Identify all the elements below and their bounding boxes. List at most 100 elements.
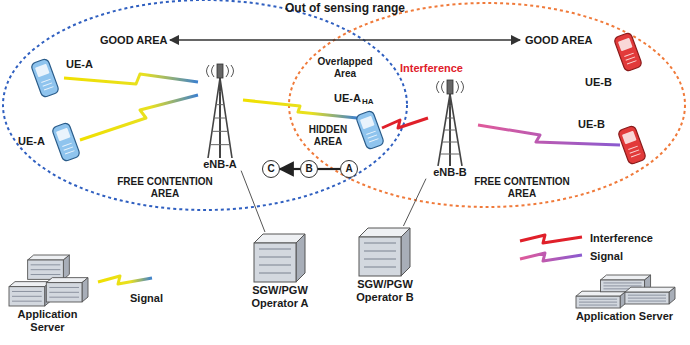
- ue-a-phone: [30, 58, 59, 98]
- radio-wave: [207, 65, 210, 77]
- tower-brace: [448, 106, 452, 107]
- server-slot: [603, 285, 641, 286]
- ue-label: UE-A: [18, 135, 45, 148]
- server-slot: [364, 251, 396, 252]
- server-slot: [12, 291, 42, 292]
- gateway-server: SGW/PGW Operator B: [345, 226, 425, 303]
- connector: [403, 179, 426, 226]
- application-server: Application Server: [5, 250, 90, 333]
- legend: InterferenceSignal: [590, 232, 653, 268]
- server-slot: [259, 249, 291, 250]
- application-server: Application Server: [572, 270, 677, 323]
- node-text: Application Server: [5, 308, 90, 333]
- server-slot: [31, 274, 61, 275]
- base-station: eNB-A: [195, 62, 245, 171]
- server-slot: [259, 257, 291, 258]
- server-slot: [49, 292, 79, 293]
- node-text: eNB-A: [195, 158, 245, 171]
- ue-label: UE-A: [66, 58, 93, 71]
- server-slot: [12, 296, 42, 297]
- interference-bolt: [382, 118, 582, 243]
- server-slot: [364, 259, 396, 260]
- gateway-server-icon: [240, 232, 320, 284]
- area-ellipse: [3, 0, 685, 210]
- interference-label: Interference: [400, 62, 463, 75]
- application-server-icon: [572, 270, 677, 310]
- server-unit: [625, 287, 675, 304]
- legend-row: Signal: [590, 250, 653, 268]
- server-unit: [46, 278, 88, 302]
- legend-text: Signal: [590, 250, 623, 262]
- area-label: GOOD AREA: [525, 34, 592, 47]
- server-slot: [364, 243, 396, 244]
- server-slot: [579, 305, 617, 306]
- interference-bolt: [520, 235, 582, 243]
- tower-brace: [216, 104, 224, 105]
- area-label: HIDDEN AREA: [304, 124, 352, 147]
- radio-wave: [461, 81, 464, 93]
- server-front: [46, 283, 82, 302]
- server-slot: [259, 273, 291, 274]
- tower-brace: [210, 144, 230, 145]
- base-station-icon: [425, 78, 475, 166]
- tower-brace: [214, 118, 226, 119]
- ue-b-phone: [617, 125, 646, 165]
- server-slot: [259, 265, 291, 266]
- base-station: eNB-B: [425, 78, 475, 179]
- antenna: [217, 64, 223, 78]
- range-arrow: [170, 40, 520, 41]
- position-marker: A: [340, 160, 358, 178]
- server-slot: [579, 299, 617, 300]
- ue-label: UE-A: [334, 92, 361, 105]
- server-slot: [579, 302, 617, 303]
- server-top: [46, 278, 88, 283]
- server-side: [401, 228, 410, 276]
- range-arrow: [170, 39, 520, 41]
- node-text: Application Server: [572, 310, 677, 323]
- connector: [280, 168, 300, 170]
- legend-text: Interference: [590, 232, 653, 244]
- ue-a-phone: [355, 110, 384, 150]
- legend-row: Interference: [590, 232, 653, 250]
- node-text: SGW/PGW Operator B: [345, 278, 425, 303]
- radio-wave: [456, 81, 459, 93]
- server-front: [625, 292, 669, 304]
- area-label: FREE CONTENTION AREA: [467, 176, 577, 199]
- position-marker: C: [262, 160, 280, 178]
- ue-a-phone: [51, 122, 80, 162]
- server-slot: [31, 264, 61, 265]
- range-note: Out of sensing range: [265, 2, 425, 16]
- server-slot: [603, 282, 641, 283]
- area-label: FREE CONTENTION AREA: [110, 176, 220, 199]
- ue-label: UE-B: [578, 118, 605, 131]
- tower-brace: [444, 130, 456, 131]
- signal-label: Signal: [130, 292, 163, 305]
- application-server-icon: [5, 250, 90, 308]
- server-top: [9, 282, 51, 287]
- tower-brace: [218, 91, 222, 92]
- gateway-server: SGW/PGW Operator A: [240, 232, 320, 309]
- area-ellipse: [3, 0, 407, 210]
- area-label: GOOD AREA: [100, 34, 167, 47]
- tower-brace: [440, 154, 460, 155]
- server-front: [9, 287, 45, 306]
- ue-label: UE-B: [585, 76, 612, 89]
- server-side: [669, 287, 675, 304]
- node-text: B: [305, 163, 312, 175]
- server-slot: [31, 269, 61, 270]
- ue-b-phone: [613, 32, 642, 72]
- area-label: Overlapped Area: [310, 56, 380, 79]
- signal-bolt: [520, 253, 582, 261]
- connector: [318, 168, 340, 170]
- node-text: C: [267, 163, 274, 175]
- server-front: [254, 243, 296, 282]
- server-slot: [628, 301, 666, 302]
- server-slot: [49, 287, 79, 288]
- server-slot: [628, 298, 666, 299]
- server-front: [28, 260, 64, 279]
- radio-wave: [226, 65, 229, 77]
- signal-bolt: [64, 74, 620, 284]
- server-side: [82, 278, 88, 302]
- server-slot: [364, 267, 396, 268]
